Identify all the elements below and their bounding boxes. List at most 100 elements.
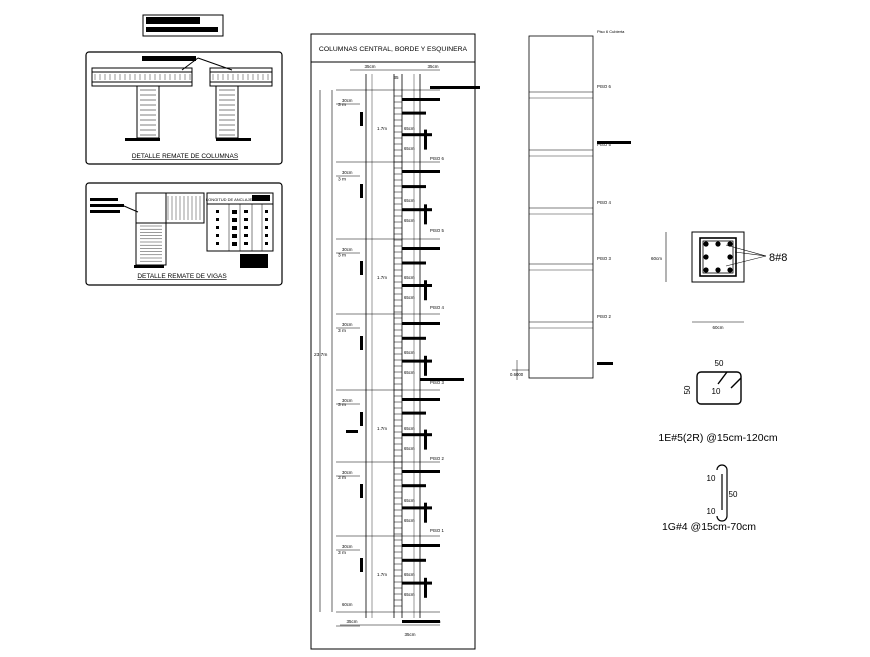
total-height-label: 23.7m <box>314 352 327 358</box>
stirrup-zone-label: 65cm <box>404 218 415 223</box>
main-frame <box>310 33 476 650</box>
rebar <box>727 267 733 273</box>
bottom-dim-2: 35cm <box>404 632 415 637</box>
floor-height-label: 3 m <box>338 328 346 334</box>
beam-plan-horizontal <box>135 192 205 224</box>
table-cell-mark <box>244 226 248 229</box>
floor-beam-mark <box>402 98 440 101</box>
tie-label: 1G#4 @15cm-70cm <box>662 521 756 533</box>
bar-splice-mark <box>402 558 426 562</box>
section-stirrup <box>699 237 737 277</box>
table-cell-mark <box>216 210 219 213</box>
column-bar-mark <box>360 184 363 198</box>
columnas-title: DETALLE REMATE DE COLUMNAS <box>132 153 239 160</box>
section-level-label: PISO 6 <box>597 84 611 89</box>
top-leader-mark <box>430 86 480 89</box>
vertical-bar-mark <box>424 129 427 150</box>
table-cells <box>216 204 268 251</box>
rebar <box>715 267 721 273</box>
table-cell-mark <box>216 226 219 229</box>
main-title: COLUMNAS CENTRAL, BORDE Y ESQUINERA <box>319 46 468 53</box>
bar-splice-mark <box>402 411 426 415</box>
column-section: 8#8 60cm 60cm <box>651 231 787 330</box>
lap-length-label: 1.7m <box>377 275 387 280</box>
rebar <box>703 241 709 247</box>
floor-height-label: 3 m <box>338 102 346 108</box>
tie-detail: 10 50 10 1G#4 @15cm-70cm <box>662 464 756 533</box>
vertical-bar-mark <box>424 577 427 598</box>
beam-right <box>209 67 273 87</box>
floor-height-label: 3 m <box>338 475 346 481</box>
floor-beam-mark <box>402 322 440 325</box>
table-cell-mark <box>216 218 219 221</box>
table-cell-mark <box>265 210 268 213</box>
section-marker-2 <box>597 362 613 365</box>
table-cell-mark <box>244 242 248 245</box>
section-column <box>528 35 594 379</box>
stirrup-hook <box>717 371 728 385</box>
level-label: PISO 2 <box>430 456 444 461</box>
beam-base-mark <box>134 265 164 268</box>
bar-splice-mark <box>402 359 432 363</box>
section-outline <box>691 231 745 283</box>
columnas-detail: DETALLE REMATE DE COLUMNAS <box>85 14 283 165</box>
top-dim-1: 35cm <box>364 64 375 69</box>
rebar <box>727 254 733 260</box>
level-label: PISO 4 <box>430 305 444 310</box>
bar-splice-mark <box>402 111 426 115</box>
stirrup-hook-2 <box>730 377 742 389</box>
section-level-label: PISO 5 <box>597 142 611 147</box>
table-cell-mark <box>216 234 219 237</box>
vigas-note-1 <box>90 198 118 201</box>
bars-label: 8#8 <box>769 252 787 264</box>
stirrup-zone-label: 65cm <box>404 350 415 355</box>
section-level-label: PISO 4 <box>597 200 611 205</box>
vigas-stamp <box>240 254 268 268</box>
end-zone-label: 30cm <box>342 322 353 327</box>
table-cell-mark <box>265 242 268 245</box>
title-block-text-mass-2 <box>146 27 218 32</box>
stirrup-zone-label: 65cm <box>404 426 415 431</box>
stirrup-shape <box>696 371 742 405</box>
lap-length-label: 1.7m <box>377 572 387 577</box>
section-height: 60cm <box>651 256 662 261</box>
tie-hook-bottom: 10 <box>707 507 716 516</box>
level-label: PISO 1 <box>430 528 444 533</box>
level-label: PISO 3 <box>430 380 444 385</box>
floor-beam-mark <box>402 544 440 547</box>
section-level-label: PISO 3 <box>597 256 611 261</box>
vertical-bar-mark <box>424 280 427 301</box>
table-cell-mark <box>232 226 237 230</box>
level-label: PISO 5 <box>430 228 444 233</box>
bar-splice-mark <box>402 336 426 340</box>
bar-splice-mark <box>402 208 432 212</box>
vigas-title: DETALLE REMATE DE VIGAS <box>137 273 227 280</box>
bars-leader-2 <box>725 255 767 267</box>
bar-splice-mark <box>402 284 432 287</box>
base-mark-left <box>125 138 160 141</box>
columnas-panel-frame <box>85 51 283 165</box>
table-cell-mark <box>232 210 237 214</box>
end-zone-label: 30cm <box>342 398 353 403</box>
column-bar-mark <box>360 112 363 126</box>
floor-height-label: 3 m <box>338 253 346 259</box>
section-level-label: PISO 2 <box>597 314 611 319</box>
column-bar-mark <box>360 336 363 350</box>
stirrup-zone-label: 65cm <box>404 146 415 151</box>
bars-leader-3 <box>734 251 767 257</box>
vertical-bar-mark <box>424 355 427 376</box>
beam-left <box>91 67 193 87</box>
table-cell-mark <box>216 242 219 245</box>
bar-splice-mark <box>402 133 432 137</box>
bar-splice-mark <box>402 261 426 265</box>
stirrup-detail: 50 50 10 1E#5(2R) @15cm-120cm <box>658 359 777 444</box>
table-cell-mark <box>232 218 237 222</box>
bar-splice-mark <box>402 484 426 488</box>
table-cell-mark <box>232 234 237 238</box>
vertical-bar-mark <box>424 429 427 450</box>
section-top-label: Piso 6 Cubierta <box>597 29 625 34</box>
column-hatch <box>94 74 269 136</box>
rebar <box>703 254 709 260</box>
stirrup-ticks <box>394 95 402 607</box>
